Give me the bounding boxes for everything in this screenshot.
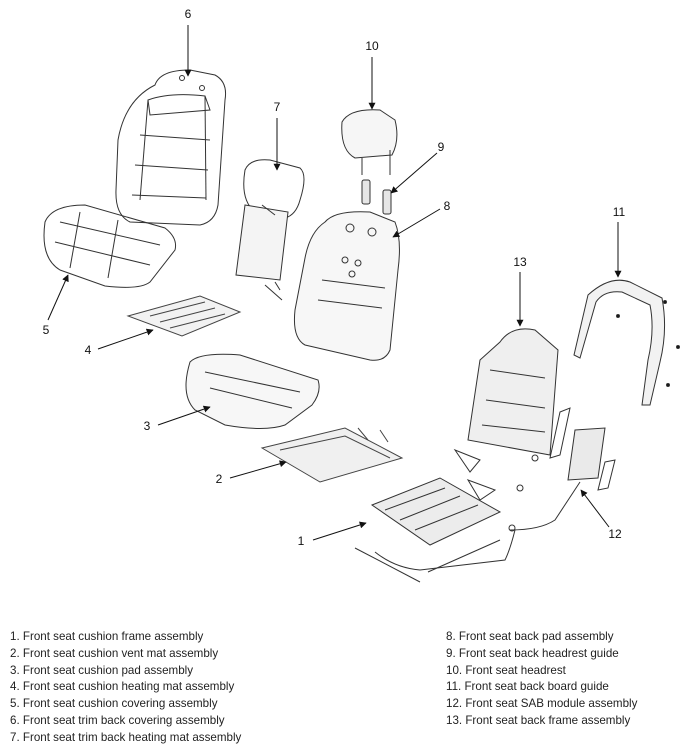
cushion-vent-mat-part: [260, 427, 404, 483]
legend-item-8: 8. Front seat back pad assembly: [446, 630, 614, 643]
callout-10: 10: [365, 39, 379, 53]
callout-12: 12: [608, 527, 622, 541]
trim-back-covering-part: [115, 69, 226, 226]
back-pad-part: [294, 211, 400, 361]
callout-3: 3: [144, 419, 151, 433]
legend-item-11: 11. Front seat back board guide: [446, 680, 609, 694]
legend-item-10: 10. Front seat headrest: [446, 663, 566, 677]
legend-item-7: 7. Front seat trim back heating mat asse…: [10, 730, 242, 744]
back-heating-mat-part: [235, 159, 305, 301]
callout-6: 6: [185, 7, 192, 21]
legend-right-column: 8. Front seat back pad assembly 9. Front…: [446, 629, 637, 730]
legend-item-1: 1. Front seat cushion frame assembly: [10, 630, 204, 643]
exploded-seat-diagram: 1 2 3 4 5 6 7 8 9 10 11 12 13: [43, 7, 680, 583]
callout-1: 1: [298, 534, 305, 548]
callout-11: 11: [613, 205, 626, 219]
sab-module-part: [509, 407, 616, 531]
legend-item-12: 12. Front seat SAB module assembly: [446, 697, 638, 711]
legend-item-3: 3. Front seat cushion pad assembly: [10, 663, 194, 677]
cushion-covering-part: [43, 204, 176, 288]
cushion-frame-part: [354, 477, 516, 583]
legend-left-column: 1. Front seat cushion frame assembly 2. …: [10, 629, 241, 747]
headrest-part: [341, 109, 398, 175]
cushion-heating-mat-part: [126, 295, 242, 337]
callout-9: 9: [438, 140, 445, 154]
back-frame-part: [453, 328, 559, 501]
legend-item-5: 5. Front seat cushion covering assembly: [10, 697, 218, 711]
callout-7: 7: [274, 100, 281, 114]
leader-lines: [47, 25, 622, 541]
headrest-guide-part: [361, 179, 392, 215]
legend-item-13: 13. Front seat back frame assembly: [446, 713, 631, 727]
callout-13: 13: [513, 255, 527, 269]
back-board-guide-part: [573, 279, 680, 406]
callout-5: 5: [43, 323, 50, 337]
legend-item-2: 2. Front seat cushion vent mat assembly: [10, 646, 219, 660]
legend-item-9: 9. Front seat back headrest guide: [446, 646, 619, 660]
callout-2: 2: [216, 472, 223, 486]
callout-8: 8: [444, 199, 451, 213]
legend-item-6: 6. Front seat trim back covering assembl…: [10, 713, 225, 727]
callout-4: 4: [85, 343, 92, 357]
cushion-pad-part: [185, 353, 320, 429]
legend-item-4: 4. Front seat cushion heating mat assemb…: [10, 680, 235, 694]
